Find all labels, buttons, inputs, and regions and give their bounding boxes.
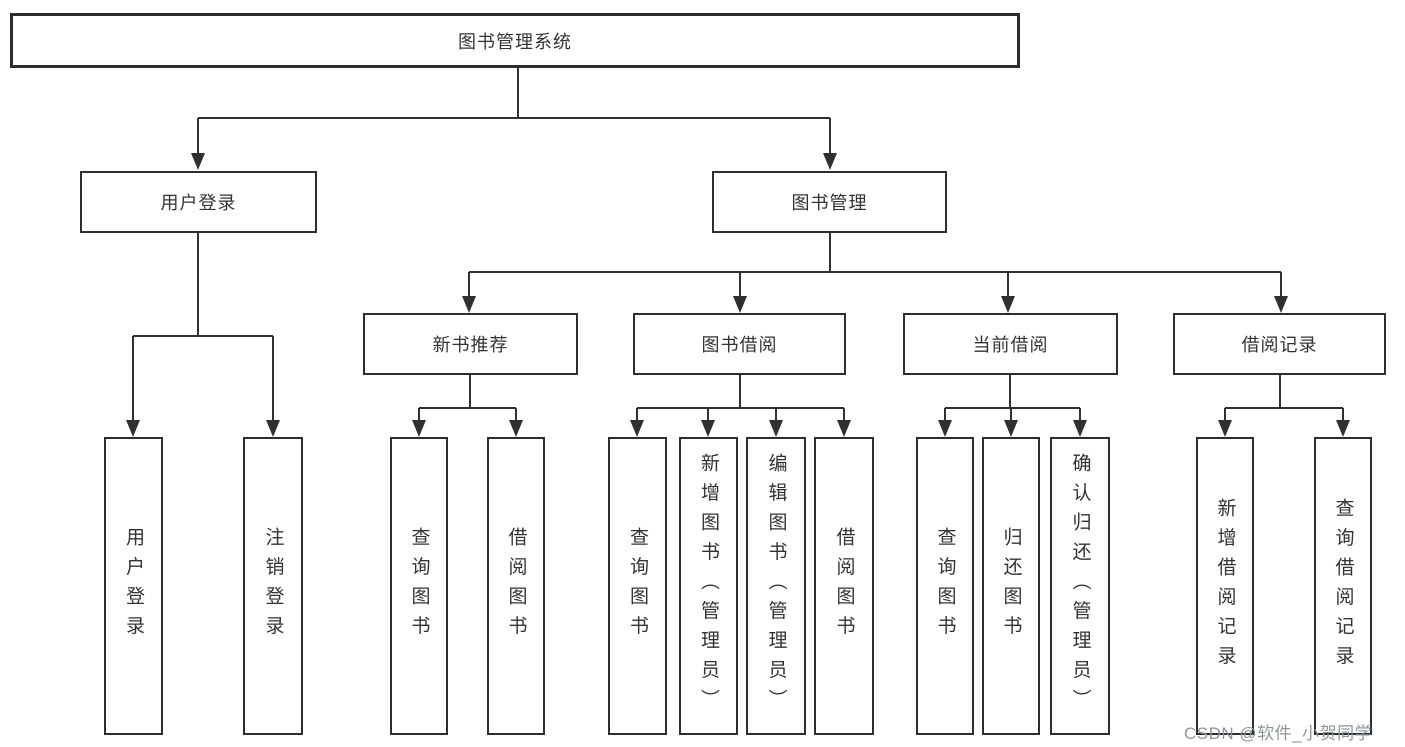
node-label: 新书推荐: [432, 335, 509, 355]
node-user-login: 用户登录: [80, 171, 317, 233]
leaf-user-login: 用户登录: [104, 437, 163, 735]
node-book-borrowing: 图书借阅: [633, 313, 846, 375]
node-label: 查询借阅记录: [1332, 497, 1354, 675]
node-label: 图书管理: [791, 193, 868, 213]
node-label: 用户登录: [160, 193, 237, 213]
leaf-bb-query-books: 查询图书: [608, 437, 667, 735]
leaf-logout: 注销登录: [243, 437, 303, 735]
node-new-book-recommend: 新书推荐: [363, 313, 578, 375]
node-current-borrowing: 当前借阅: [903, 313, 1118, 375]
node-label: 新增借阅记录: [1214, 497, 1236, 675]
node-label: 借阅记录: [1241, 335, 1318, 355]
leaf-bb-borrow-books: 借阅图书: [814, 437, 874, 735]
node-label: 查询图书: [627, 527, 648, 645]
leaf-bb-add-books-admin: 新增图书（管理员）: [679, 437, 738, 735]
node-label: 确认归还（管理员）: [1069, 453, 1091, 719]
leaf-nb-borrow-books: 借阅图书: [487, 437, 545, 735]
leaf-br-query-record: 查询借阅记录: [1314, 437, 1372, 735]
leaf-nb-query-books: 查询图书: [390, 437, 448, 735]
node-label: 注销登录: [262, 527, 284, 645]
node-borrowing-records: 借阅记录: [1173, 313, 1386, 375]
node-label: 借阅图书: [505, 527, 527, 645]
node-library-management-system: 图书管理系统: [10, 13, 1020, 68]
node-label: 编辑图书（管理员）: [765, 453, 787, 719]
csdn-watermark: CSDN @软件_小贺同学: [1184, 724, 1373, 743]
node-label: 图书借阅: [701, 335, 778, 355]
node-label: 新增图书（管理员）: [698, 453, 719, 719]
leaf-bb-edit-books-admin: 编辑图书（管理员）: [746, 437, 806, 735]
leaf-br-add-record: 新增借阅记录: [1196, 437, 1254, 735]
leaf-cb-return-books: 归还图书: [982, 437, 1040, 735]
leaf-cb-query-books: 查询图书: [916, 437, 974, 735]
node-label: 当前借阅: [972, 335, 1049, 355]
node-label: 借阅图书: [833, 527, 855, 645]
node-label: 图书管理系统: [458, 31, 572, 52]
node-label: 归还图书: [1000, 527, 1022, 645]
leaf-cb-confirm-return-admin: 确认归还（管理员）: [1050, 437, 1110, 735]
node-label: 用户登录: [123, 527, 144, 645]
node-book-management: 图书管理: [712, 171, 947, 233]
node-label: 查询图书: [934, 527, 956, 645]
node-label: 查询图书: [408, 527, 430, 645]
